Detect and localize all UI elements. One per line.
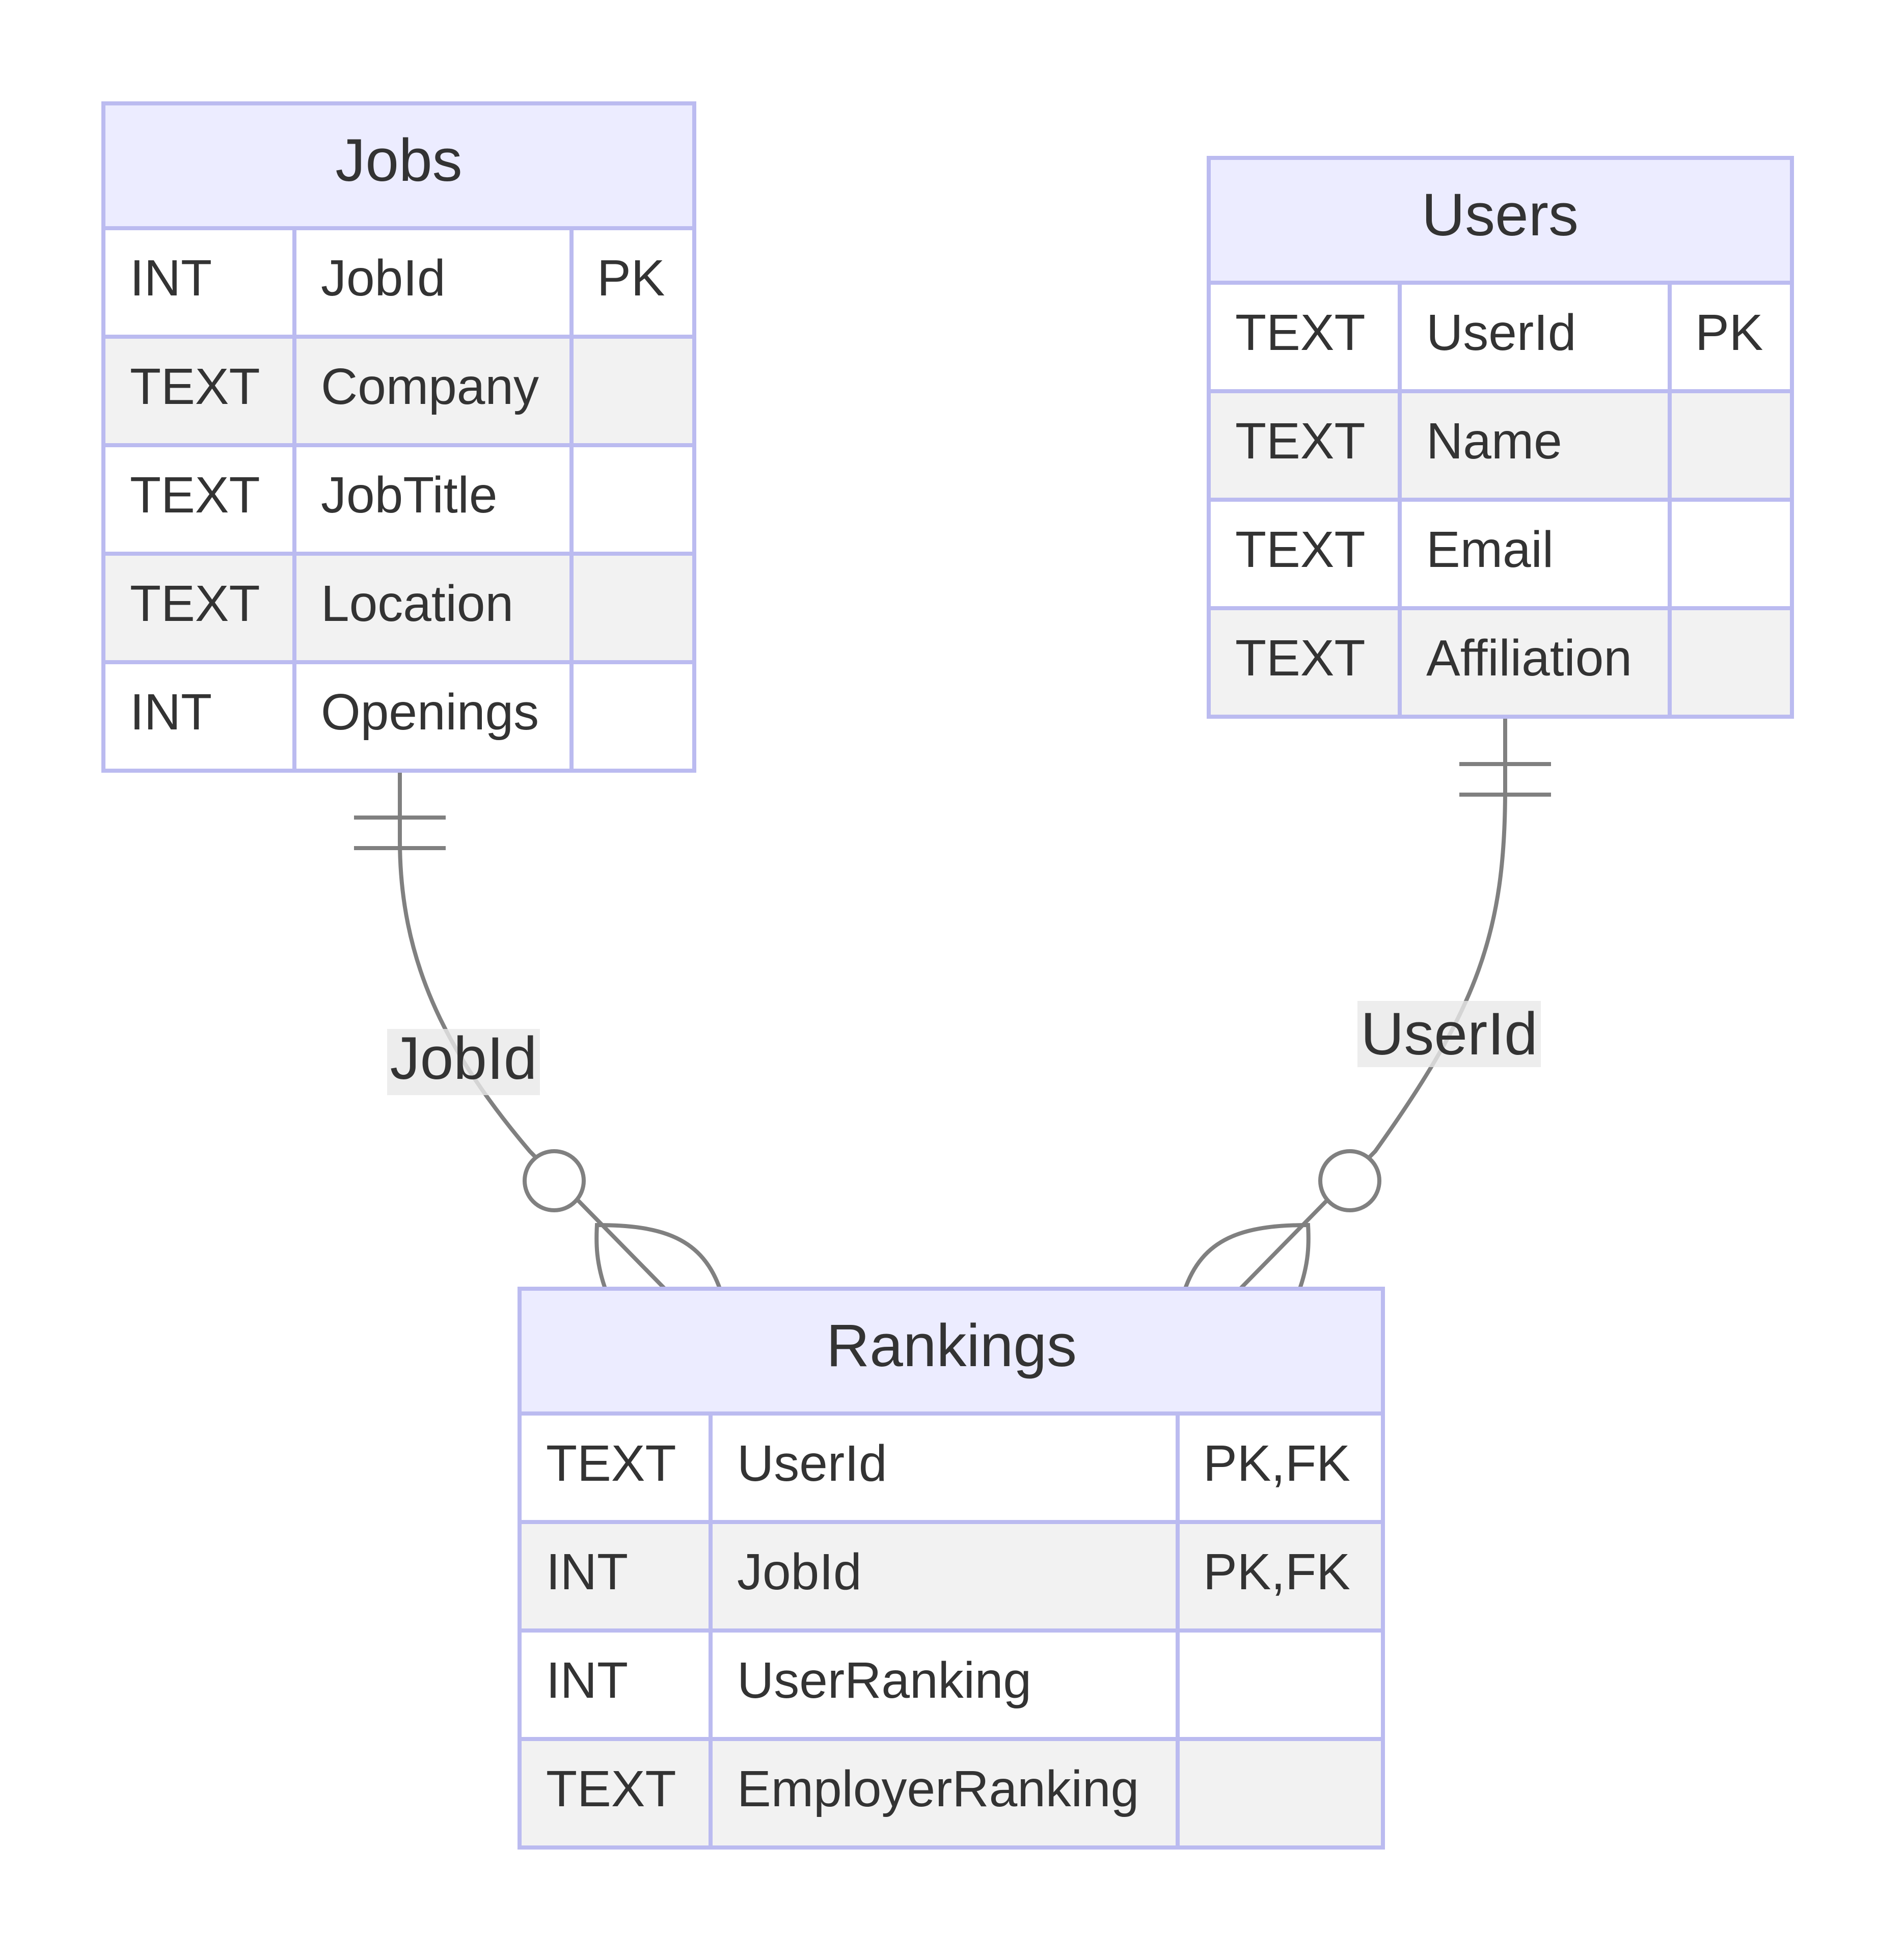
relationship-jobs-rankings: JobId <box>354 772 723 1293</box>
relationship-label-bg <box>387 1029 540 1095</box>
entity-title: Rankings <box>826 1312 1077 1379</box>
attribute-name: Affiliation <box>1426 630 1632 687</box>
attribute-row <box>518 1628 1385 1741</box>
attribute-type: TEXT <box>1235 304 1366 361</box>
entity-jobs: Jobs INT JobId PK TEXT Company TEXT JobT… <box>101 101 696 773</box>
attribute-type: INT <box>130 250 212 307</box>
attribute-name: UserId <box>1426 304 1576 361</box>
attribute-key: PK,FK <box>1203 1435 1350 1492</box>
attribute-type: TEXT <box>1235 413 1366 470</box>
attribute-type: INT <box>546 1543 628 1600</box>
attribute-row <box>101 443 696 556</box>
attribute-name: Openings <box>321 684 539 741</box>
entity-header <box>518 1287 1385 1416</box>
entity-users: Users TEXT UserId PK TEXT Name TEXT Emai… <box>1207 156 1794 719</box>
zero-circle-icon <box>523 1149 586 1212</box>
entity-header <box>101 101 696 230</box>
attribute-name: UserRanking <box>737 1652 1031 1709</box>
attribute-row <box>101 660 696 773</box>
attribute-row <box>101 226 696 339</box>
crows-foot-icon <box>594 1222 723 1292</box>
relationship-line-jobid <box>398 772 669 1293</box>
attribute-name: Location <box>321 575 513 632</box>
attribute-row <box>1207 498 1794 610</box>
entity-title: Jobs <box>335 127 462 194</box>
attribute-type: TEXT <box>130 575 260 632</box>
entity-rankings: Rankings TEXT UserId PK,FK INT JobId PK,… <box>518 1287 1385 1850</box>
attribute-key: PK <box>597 250 665 307</box>
relationship-label-bg <box>1357 1001 1541 1067</box>
attribute-name: JobId <box>737 1543 862 1600</box>
attribute-row <box>518 1411 1385 1524</box>
attribute-type: INT <box>546 1652 628 1709</box>
attribute-key: PK <box>1695 304 1763 361</box>
attribute-row <box>1207 606 1794 719</box>
relationship-line-userid <box>1236 718 1507 1293</box>
relationship-label-userid: UserId <box>1361 1000 1538 1068</box>
attribute-row <box>518 1737 1385 1850</box>
attribute-name: Company <box>321 358 539 415</box>
attribute-name: JobId <box>321 250 446 307</box>
attribute-row <box>1207 389 1794 502</box>
entity-header <box>1207 156 1794 285</box>
attribute-type: TEXT <box>546 1760 676 1817</box>
attribute-type: TEXT <box>1235 521 1366 578</box>
relationship-label-jobid: JobId <box>390 1025 537 1092</box>
attribute-type: TEXT <box>1235 630 1366 687</box>
attribute-name: Email <box>1426 521 1554 578</box>
attribute-name: EmployerRanking <box>737 1760 1139 1817</box>
attribute-key: PK,FK <box>1203 1543 1350 1600</box>
attribute-type: TEXT <box>130 358 260 415</box>
attribute-row <box>101 552 696 664</box>
attribute-name: UserId <box>737 1435 887 1492</box>
attribute-row <box>518 1520 1385 1633</box>
crows-foot-icon <box>1182 1222 1311 1292</box>
attribute-type: TEXT <box>546 1435 676 1492</box>
attribute-name: Name <box>1426 413 1562 470</box>
attribute-name: JobTitle <box>321 467 497 524</box>
attribute-row <box>101 335 696 447</box>
zero-circle-icon <box>1318 1149 1381 1212</box>
entity-title: Users <box>1422 181 1579 249</box>
relationship-users-rankings: UserId <box>1182 718 1551 1293</box>
attribute-type: INT <box>130 684 212 741</box>
attribute-type: TEXT <box>130 467 260 524</box>
